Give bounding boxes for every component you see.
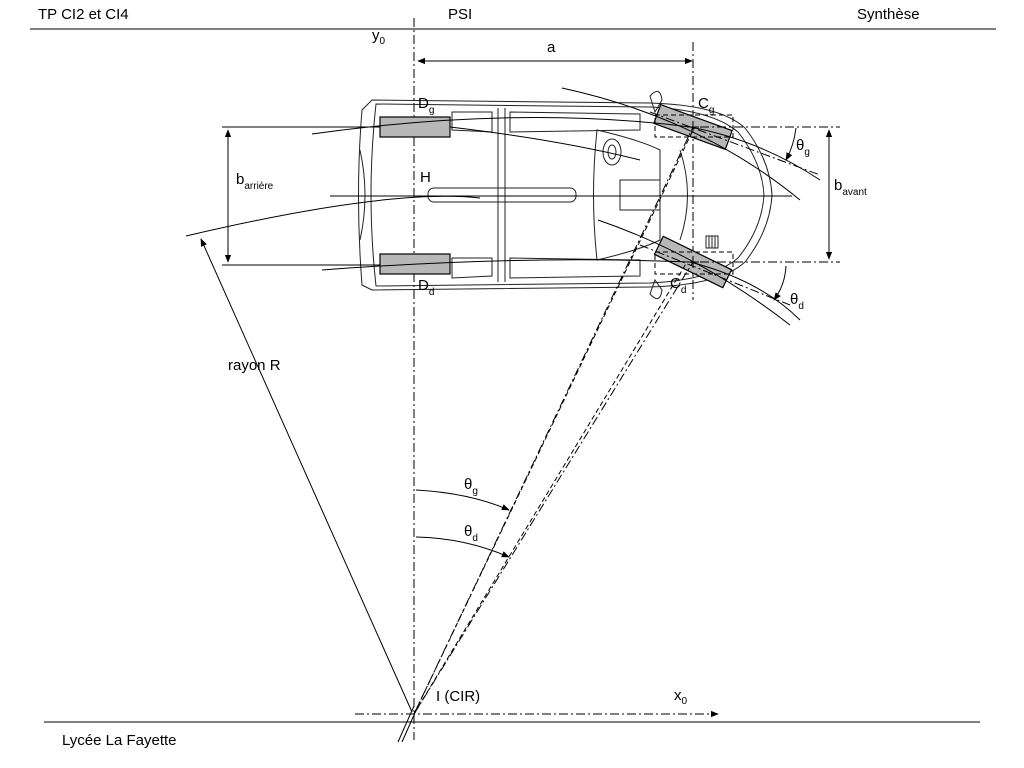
header-center: PSI: [448, 6, 473, 23]
header-left: TP CI2 et CI4: [38, 6, 129, 23]
footer-left: Lycée La Fayette: [62, 732, 177, 749]
Dg-label: Dg: [418, 95, 434, 116]
Cg-label: Cg: [698, 95, 714, 116]
line-I-to-Cd: [413, 261, 694, 715]
y0-label: y0: [372, 27, 386, 47]
b-avant-label: bavant: [834, 177, 867, 198]
H-label: H: [420, 169, 431, 186]
b-arriere-label: barrière: [236, 171, 274, 192]
header-right: Synthèse: [857, 6, 920, 23]
trajectory-right-rear: [321, 259, 801, 321]
x0-label: x0: [674, 687, 688, 707]
dashed-I-to-Cd: [413, 261, 688, 715]
Dd-label: Dd: [418, 277, 434, 298]
trajectory-left-front: [311, 117, 821, 181]
front-left-direction-line: [649, 111, 821, 176]
theta-g-at-I-label: θg: [464, 476, 478, 497]
trajectory-outer: [561, 87, 801, 201]
cir-hatch-1: [401, 705, 419, 743]
Cd-label: Cd: [670, 275, 686, 296]
front-left-wheel-outline: [654, 114, 734, 138]
theta-g-arc-at-I: [415, 489, 510, 511]
theta-d-wheel-arc: [773, 265, 787, 301]
front-right-direction-line: [639, 244, 791, 306]
rear-left-wheel: [379, 116, 451, 138]
dashed-I-to-Cg: [413, 127, 695, 715]
cir-hatch-2: [397, 705, 415, 743]
theta-g-wheel-label: θg: [796, 137, 810, 158]
a-label: a: [547, 39, 556, 56]
theta-d-arc-at-I: [415, 536, 510, 558]
trajectory-radius-arc: [185, 195, 481, 237]
front-right-wheel-outline: [654, 251, 734, 275]
radius-R-arrow: [200, 238, 413, 713]
radius-R-label: rayon R: [228, 357, 281, 374]
theta-d-wheel-label: θd: [790, 291, 804, 312]
theta-d-at-I-label: θd: [464, 523, 478, 544]
cir-label: I (CIR): [436, 688, 480, 705]
trajectory-inner: [449, 126, 641, 161]
theta-g-wheel-arc: [785, 127, 797, 161]
